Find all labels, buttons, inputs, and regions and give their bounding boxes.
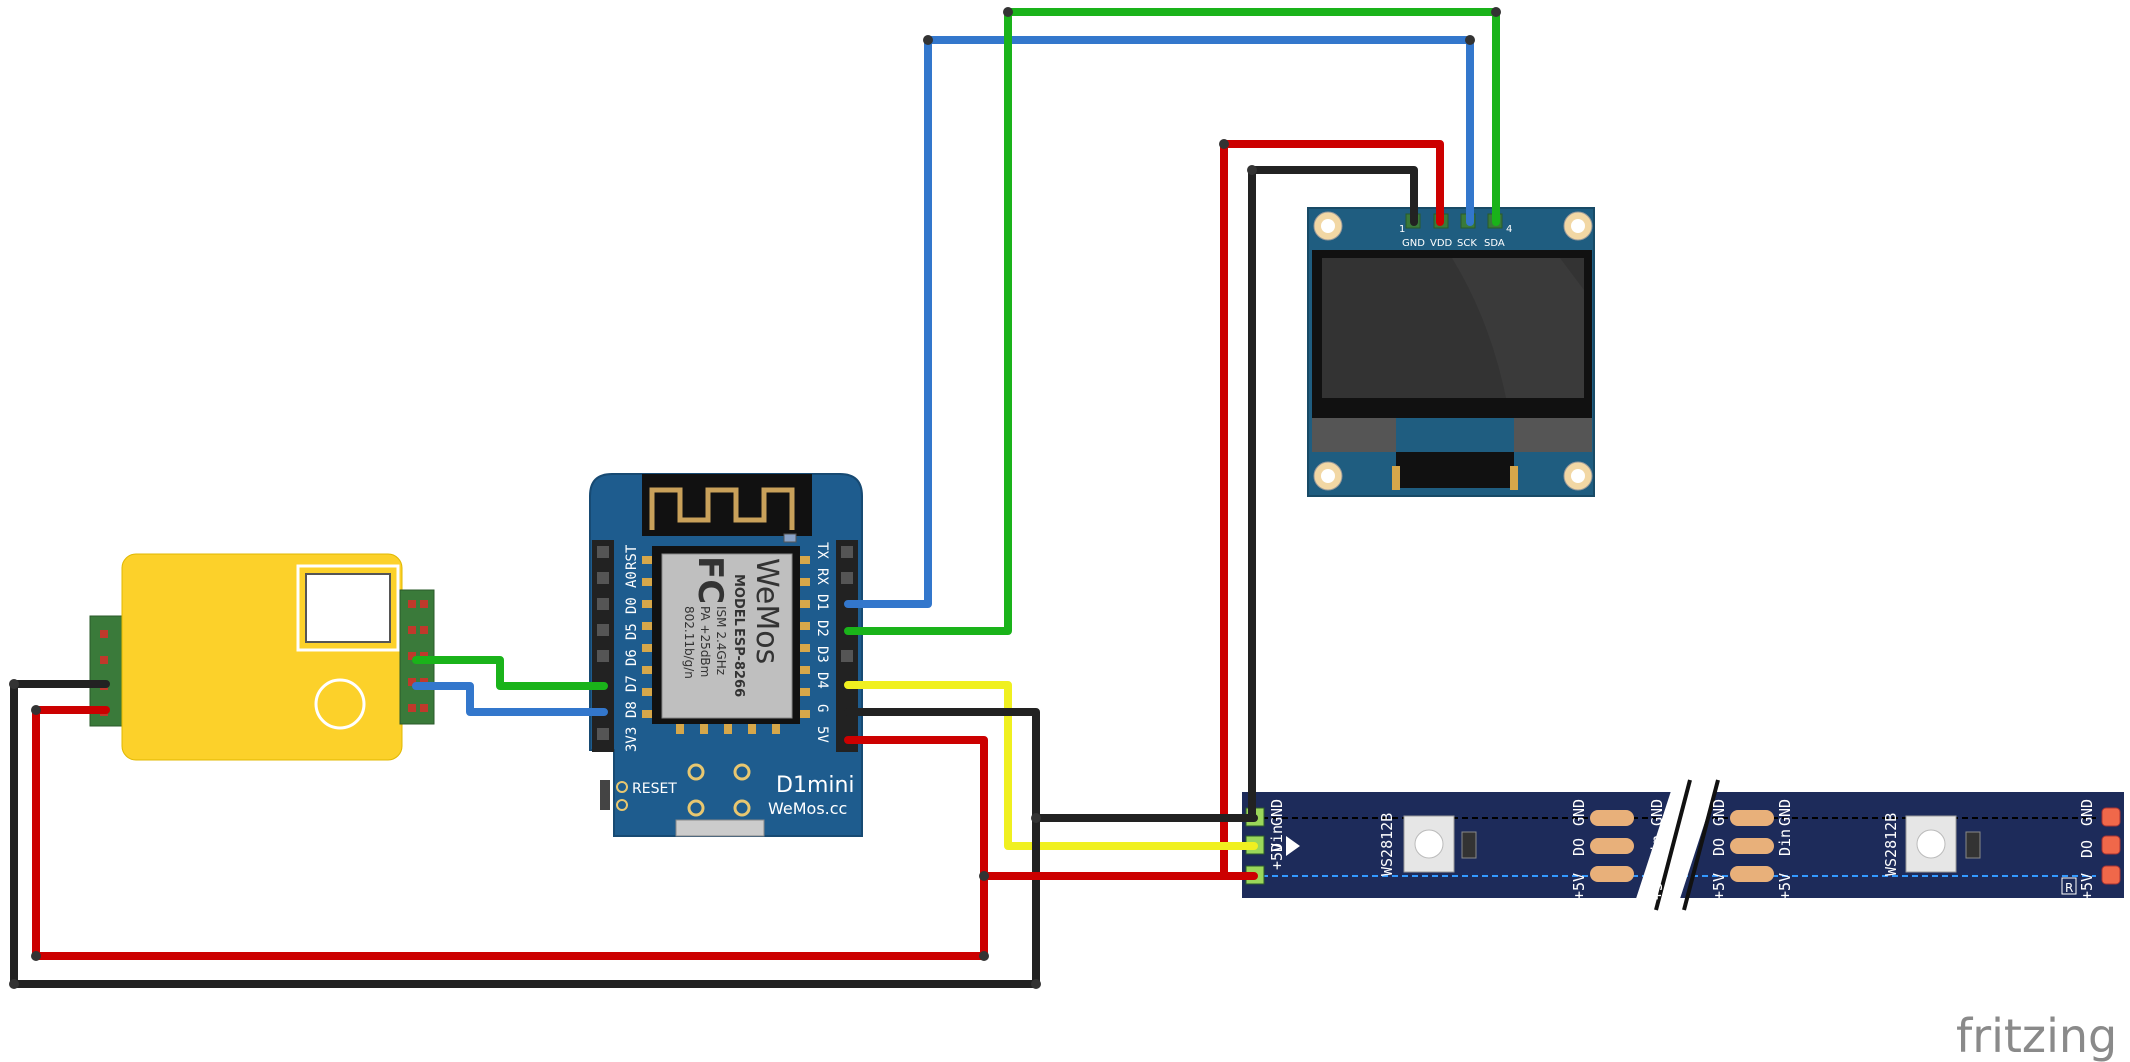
antenna-trace (649, 487, 795, 530)
wire-sensor-green[interactable] (412, 656, 608, 690)
strip-right-do: DO (1710, 838, 1728, 856)
wire-5v-red[interactable] (32, 706, 988, 960)
strip-mid-plus5v: +5V (1648, 873, 1666, 900)
pin-label-d3: D3 (814, 646, 830, 663)
oled-pin-sda: SDA (1484, 238, 1505, 249)
oled-pin-gnd: GND (1402, 238, 1425, 249)
strip-right-plus5v: +5V (1776, 873, 1794, 900)
pin-label-d7: D7 (624, 675, 640, 692)
oled-display: 1 4 GND VDD SCK SDA (1307, 207, 1595, 497)
strip-right-din: Din (1776, 829, 1794, 856)
pin-label-rst: RST (624, 544, 640, 570)
oled-pin-sck: SCK (1457, 238, 1477, 249)
shield-wifi: 802.11b/g/n (682, 606, 696, 679)
wire-gnd-black[interactable] (10, 680, 1040, 988)
sensor-window (296, 564, 400, 652)
fcc-logo-icon: FC (690, 556, 730, 604)
shield-model: ESP-8266 (731, 628, 746, 697)
pin-label-d2: D2 (814, 620, 830, 637)
strip-right-gnd: GND (1710, 799, 1728, 826)
strip-left-plus5v: +5V (1268, 843, 1286, 870)
strip-left-din: Din (1268, 825, 1286, 852)
reset-label: RESET (632, 781, 677, 797)
shield-band: ISM 2.4GHz (714, 606, 728, 675)
sensor-lens (314, 678, 366, 730)
strip-end-plus5v: +5V (2078, 873, 2096, 900)
shield-model-label: MODEL (731, 574, 746, 626)
pin-label-d6: D6 (624, 649, 640, 666)
pin-label-3v3: 3V3 (624, 727, 640, 752)
pin-label-d4: D4 (814, 672, 830, 689)
esp-shield (661, 553, 793, 719)
pin-label-a0: A0 (624, 571, 640, 588)
sensor-module (89, 553, 435, 761)
oled-pin-vdd: VDD (1430, 238, 1453, 249)
fritzing-watermark: fritzing (1956, 1009, 2117, 1062)
wire-oled-gnd-black[interactable] (1248, 166, 1418, 822)
wire-sensor-blue[interactable] (412, 682, 608, 716)
strip-left-gnd: GND (1268, 799, 1286, 826)
usb-port (675, 819, 765, 837)
strip-left-chip: WS2812B (1378, 813, 1396, 876)
oled-pin-number-1: 1 (1399, 224, 1405, 235)
pin-label-rx: RX (814, 568, 830, 585)
pin-label-g: G (814, 704, 830, 712)
strip-end-do: DO (2078, 840, 2096, 858)
strip-right-gnd: GND (1776, 799, 1794, 826)
strip-mid-gnd: GND (1648, 799, 1666, 826)
pin-label-d5: D5 (624, 623, 640, 640)
wemos-d1-mini: wemos-logo-icon WeMos MODEL ESP-8266 ISM… (589, 473, 863, 837)
oled-pin-number-4: 4 (1506, 224, 1512, 235)
strip-right-out-plus5v: +5V (1710, 873, 1728, 900)
led-strip: +5V Din GND WS2812B +5V DO GND +5V Din G… (1242, 779, 2124, 911)
pin-label-tx: TX (814, 542, 830, 559)
pin-label-5v: 5V (814, 726, 830, 743)
shield-power: PA +25dBm (698, 606, 712, 677)
strip-left-out-do: DO (1570, 838, 1588, 856)
board-url: WeMos.cc (768, 799, 847, 818)
shield-brand: WeMos (749, 558, 784, 664)
pin-label-d8: D8 (624, 701, 640, 718)
wire-data-yellow[interactable] (844, 681, 1258, 850)
board-name: D1mini (776, 773, 855, 798)
pin-label-d1: D1 (814, 594, 830, 611)
strip-end-gnd: GND (2078, 799, 2096, 826)
strip-left-out-plus5v: +5V (1570, 873, 1588, 900)
strip-right-chip: WS2812B (1882, 813, 1900, 876)
strip-logo: R (2065, 881, 2073, 895)
strip-left-out-gnd: GND (1570, 799, 1588, 826)
strip-mid-din: Din (1648, 835, 1666, 862)
pin-label-d0: D0 (624, 597, 640, 614)
